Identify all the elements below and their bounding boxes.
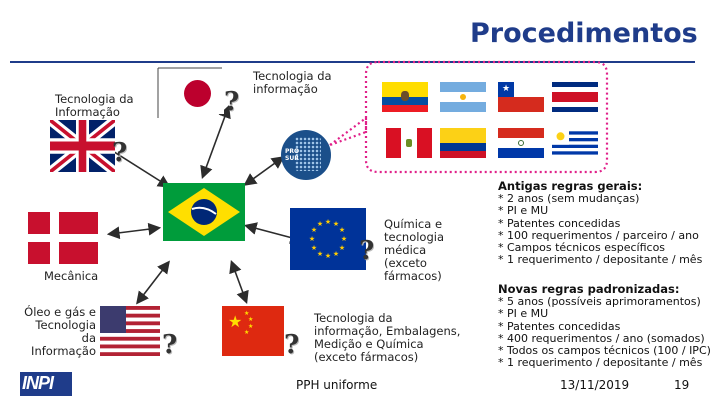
page-number: 19 — [674, 378, 690, 392]
old-rules-heading: Antigas regras gerais: — [498, 179, 643, 193]
flag-eu: ★★★★ ★★★★ ★★★★ — [290, 208, 366, 270]
arrow-japan — [200, 104, 231, 180]
old-rules-item: * 2 anos (sem mudanças) — [498, 192, 640, 206]
svg-text:★: ★ — [317, 220, 323, 228]
footer-date: 13/11/2019 — [560, 378, 630, 392]
old-rules-block: Antigas regras gerais: * 2 anos (sem mud… — [498, 180, 713, 266]
svg-text:★: ★ — [309, 235, 315, 243]
svg-text:★: ★ — [317, 250, 323, 258]
flag-denmark — [28, 212, 98, 264]
flag-ecuador — [382, 82, 428, 112]
new-rules-item: * 400 requerimentos / ano (somados) — [498, 331, 705, 345]
old-rules-item: * Campos técnicos específicos — [498, 241, 666, 255]
question-mark-china: ? — [284, 330, 300, 360]
flag-usa — [100, 306, 160, 356]
flag-colombia — [440, 128, 486, 158]
label-china: Tecnologia da informação, Embalagens, Me… — [314, 311, 461, 364]
title-divider — [10, 61, 695, 63]
arrow-prosur — [243, 156, 285, 186]
svg-text:★: ★ — [244, 310, 249, 317]
flag-uruguay — [552, 128, 598, 158]
new-rules-item: * Todos os campos técnicos (100 / IPC) — [498, 344, 711, 358]
pph-label: PPH uniforme — [296, 378, 378, 392]
new-rules-item: * Patentes concedidas — [498, 319, 621, 333]
question-mark-eu: ? — [359, 236, 375, 266]
label-denmark: Mecânica — [44, 269, 99, 283]
question-mark-japan: ? — [224, 87, 240, 117]
inpi-logo: INPI — [20, 372, 72, 396]
arrow-china — [229, 259, 249, 305]
new-rules-block: Novas regras padronizadas: * 5 anos (pos… — [498, 283, 713, 369]
new-rules-item: * 5 anos (possíveis aprimoramentos) — [498, 295, 701, 309]
label-uk: Tecnologia da Informação — [55, 92, 134, 119]
page-title: Procedimentos — [470, 18, 698, 49]
svg-text:★: ★ — [248, 316, 253, 323]
svg-text:★: ★ — [311, 226, 317, 234]
flag-argentina — [440, 82, 486, 112]
flag-brazil — [163, 183, 245, 241]
new-rules-heading: Novas regras padronizadas: — [498, 282, 680, 296]
svg-text:★: ★ — [339, 226, 345, 234]
svg-text:★: ★ — [244, 329, 249, 336]
arrow-usa — [136, 260, 170, 305]
prosur-logo: PRO SUR — [281, 130, 331, 180]
svg-text:★: ★ — [248, 323, 253, 330]
label-eu: Química e tecnologia médica (exceto fárm… — [384, 217, 445, 283]
label-usa: Óleo e gás e Tecnologia da Informação — [24, 305, 96, 358]
prosur-bubble — [364, 60, 609, 174]
old-rules-item: * PI e MU — [498, 204, 549, 218]
flag-uk — [50, 120, 115, 172]
svg-text:★: ★ — [341, 235, 347, 243]
old-rules-item: * 1 requerimento / depositante / mês — [498, 253, 703, 267]
prosur-logo-text: PRO SUR — [285, 148, 300, 162]
new-rules-item: * PI e MU — [498, 307, 549, 321]
svg-text:★: ★ — [333, 220, 339, 228]
svg-text:★: ★ — [311, 244, 317, 252]
flag-peru — [386, 128, 432, 158]
old-rules-item: * Patentes concedidas — [498, 216, 621, 230]
flag-japan — [170, 72, 224, 114]
flag-china: ★ ★★ ★★ — [222, 306, 284, 356]
svg-text:★: ★ — [333, 250, 339, 258]
question-mark-usa: ? — [162, 330, 178, 360]
svg-text:★: ★ — [325, 218, 331, 226]
label-japan: Tecnologia da informação — [253, 69, 332, 96]
old-rules-item: * 100 requerimentos / parceiro / ano — [498, 228, 699, 242]
flag-paraguay — [498, 128, 544, 158]
svg-text:★: ★ — [325, 252, 331, 260]
arrow-denmark — [106, 222, 162, 240]
flag-chile: ★ — [498, 82, 544, 112]
new-rules-item: * 1 requerimento / depositante / mês — [498, 356, 703, 370]
svg-text:★: ★ — [228, 312, 242, 331]
flag-costa-rica — [552, 82, 598, 112]
question-mark-uk: ? — [112, 138, 128, 168]
inpi-logo-text: INPI — [22, 373, 54, 393]
svg-text:★: ★ — [339, 244, 345, 252]
